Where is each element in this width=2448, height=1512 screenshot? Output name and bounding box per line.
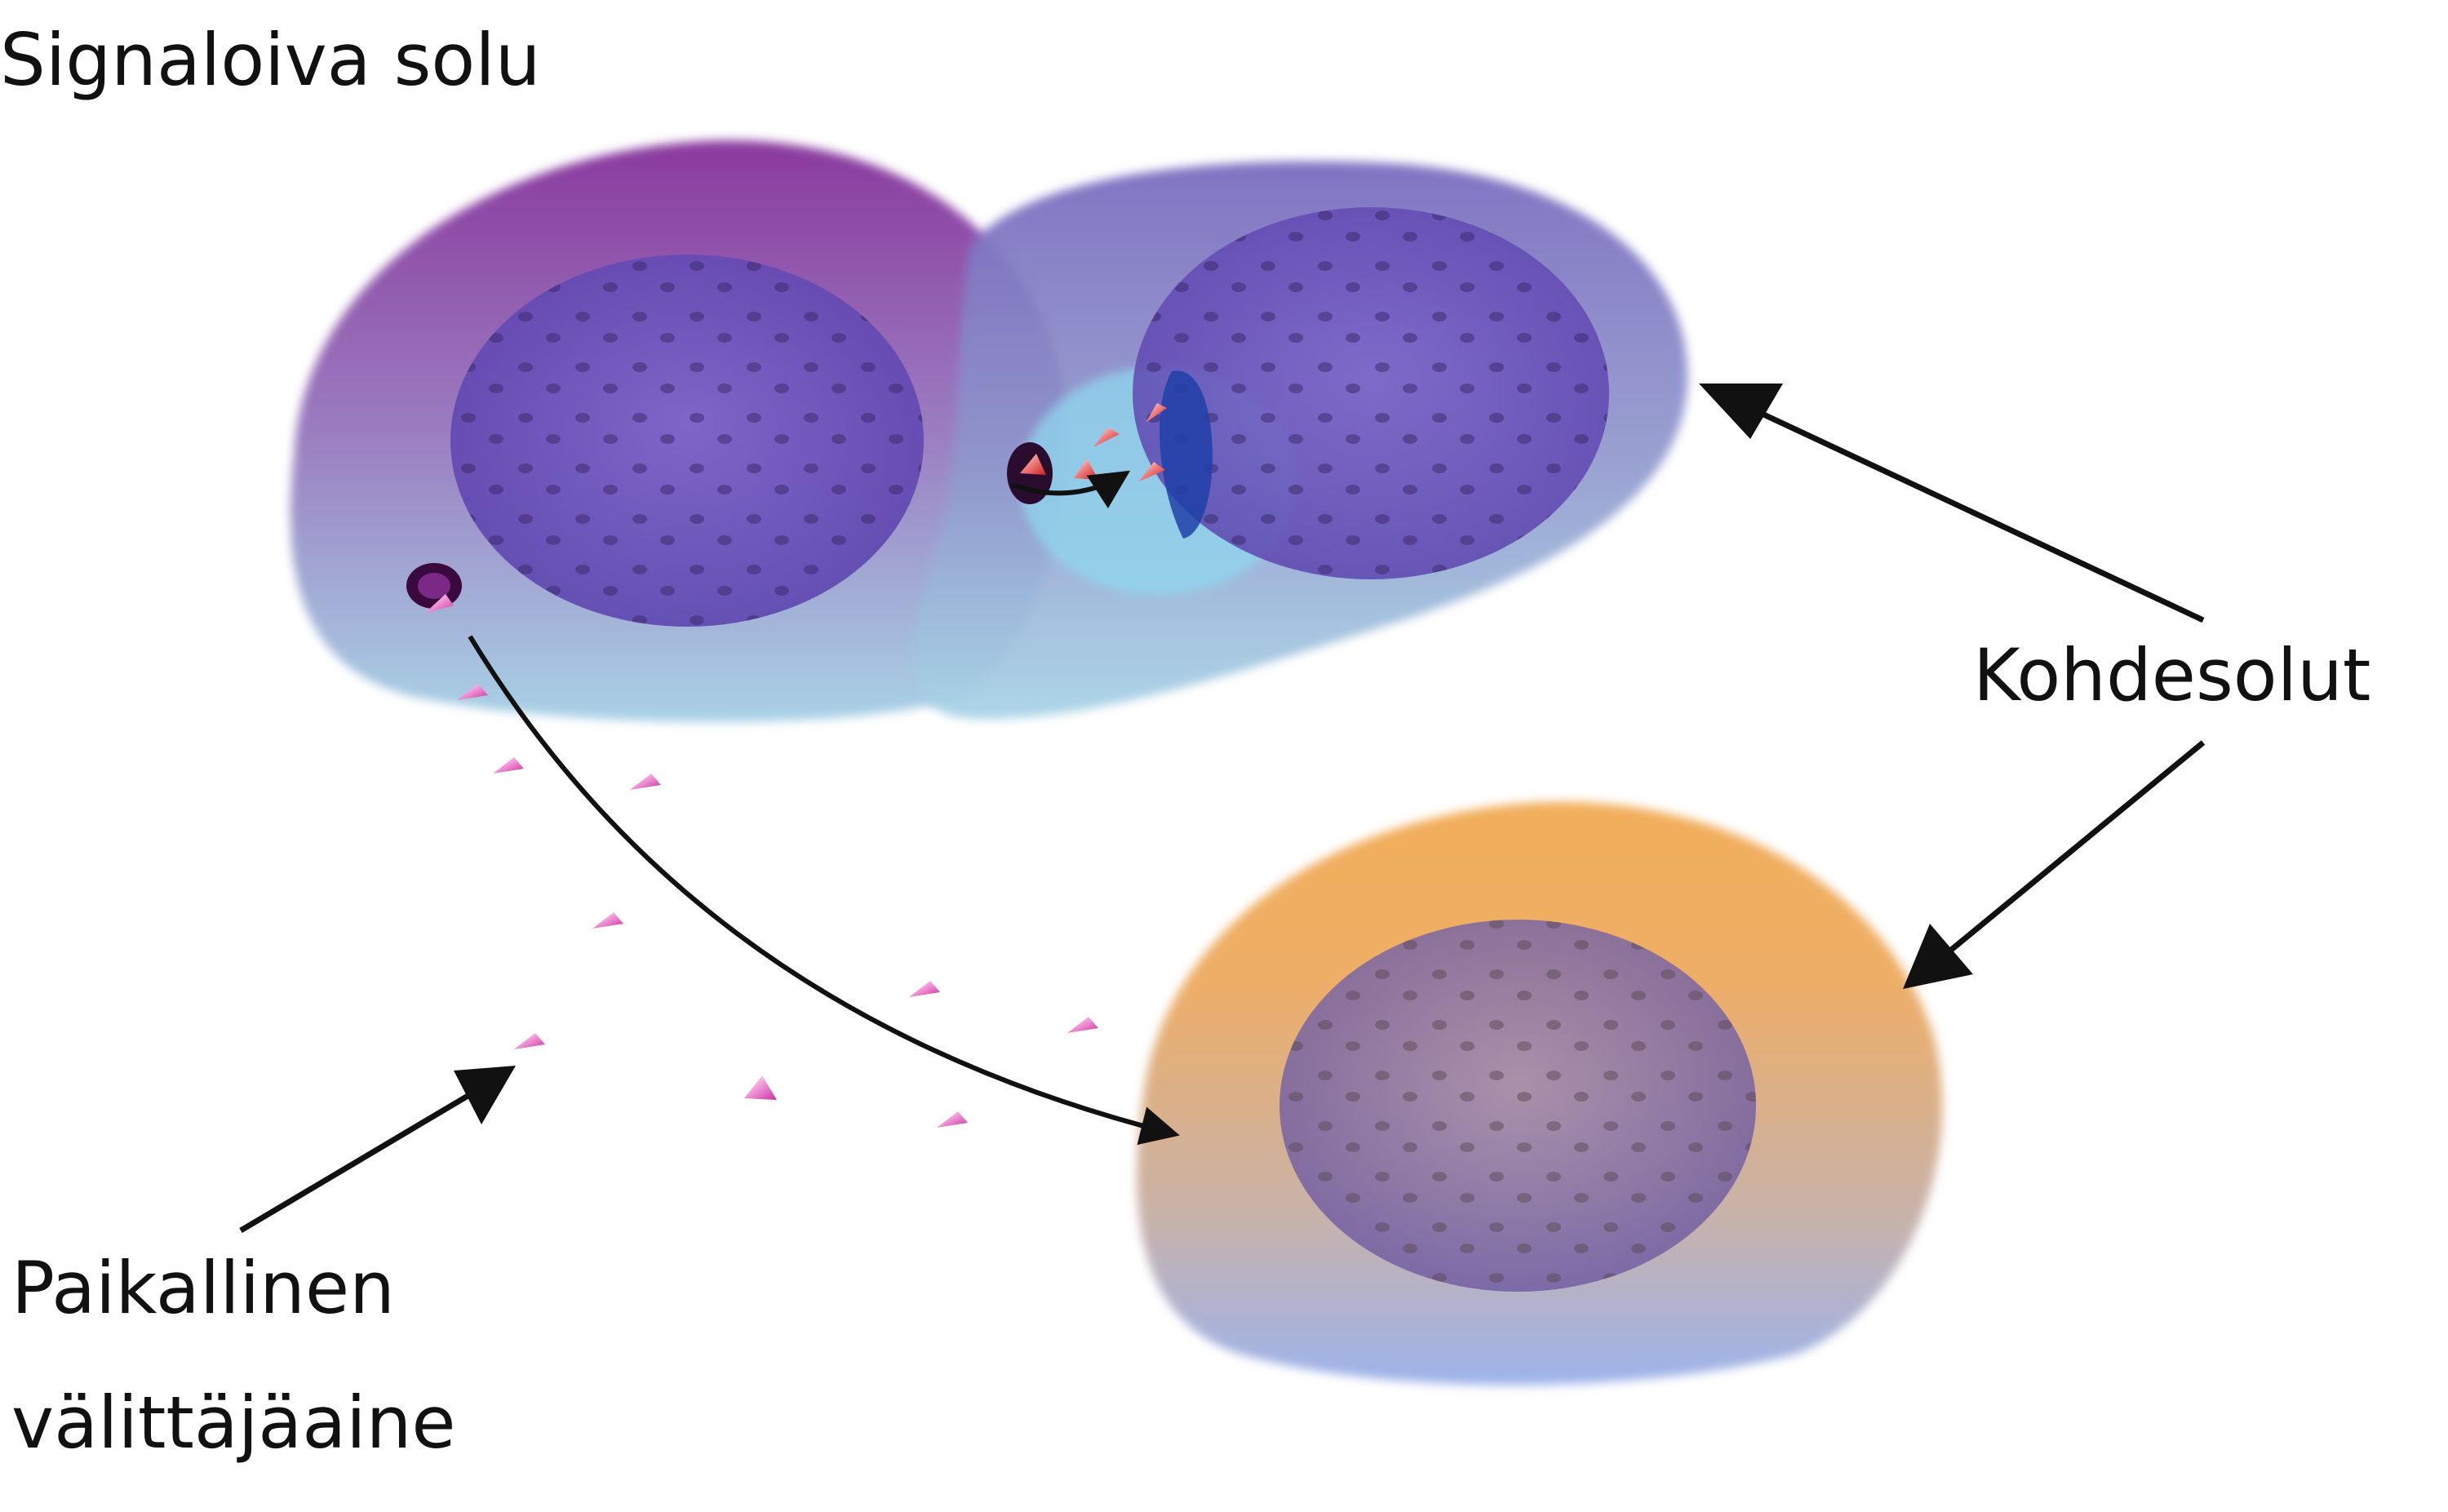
- pointer-mediator-line: [239, 1092, 471, 1234]
- target-cell-lower-nucleus-chromatin: [1279, 920, 1756, 1292]
- signaling-cell-nucleus-chromatin: [450, 255, 924, 627]
- paracrine-path-arrow: [468, 635, 1180, 1146]
- mediator-molecule: [744, 1075, 777, 1100]
- mediator-molecule: [937, 1111, 968, 1128]
- target-cells-label: Kohdesolut: [1973, 633, 2371, 717]
- mediator-molecule: [1067, 1017, 1098, 1033]
- mediator-molecule: [630, 774, 661, 790]
- mediator-label-line1: Paikallinen: [11, 1246, 395, 1330]
- mediator-molecule: [514, 1033, 545, 1049]
- pointer-mediator-head: [454, 1066, 516, 1124]
- junction-molecule: [1146, 403, 1167, 423]
- target-cell-lower: [1137, 801, 1943, 1386]
- pointer-lower-target-line: [1948, 740, 2206, 953]
- mediator-label-line2: välittäjäaine: [11, 1381, 456, 1465]
- signaling-cell-label: Signaloiva solu: [0, 18, 541, 102]
- mediator-molecule: [592, 912, 623, 929]
- mediator-molecule: [909, 981, 940, 997]
- nuclear-contact-zone: [1160, 370, 1213, 539]
- target-cell-upper-nucleus-chromatin: [1133, 207, 1609, 579]
- junction-molecule: [1093, 428, 1120, 447]
- junction-molecule: [1139, 462, 1165, 481]
- pointer-arrows: [239, 384, 2206, 1234]
- pointer-upper-target-head: [1699, 384, 1783, 439]
- mediator-molecule: [424, 594, 454, 614]
- target-cell-upper: [913, 161, 1688, 720]
- pointer-upper-target-line: [1757, 409, 2205, 623]
- secretory-vesicle-core: [418, 573, 450, 599]
- mediator-molecule: [493, 757, 524, 774]
- junction-molecule: [1020, 454, 1046, 475]
- mediator-molecules: [424, 594, 1098, 1128]
- mediator-molecule: [457, 684, 488, 700]
- pointer-lower-target-head: [1903, 924, 1973, 989]
- junction-path-arrow: [1010, 470, 1131, 509]
- signaling-cell: [290, 140, 1066, 722]
